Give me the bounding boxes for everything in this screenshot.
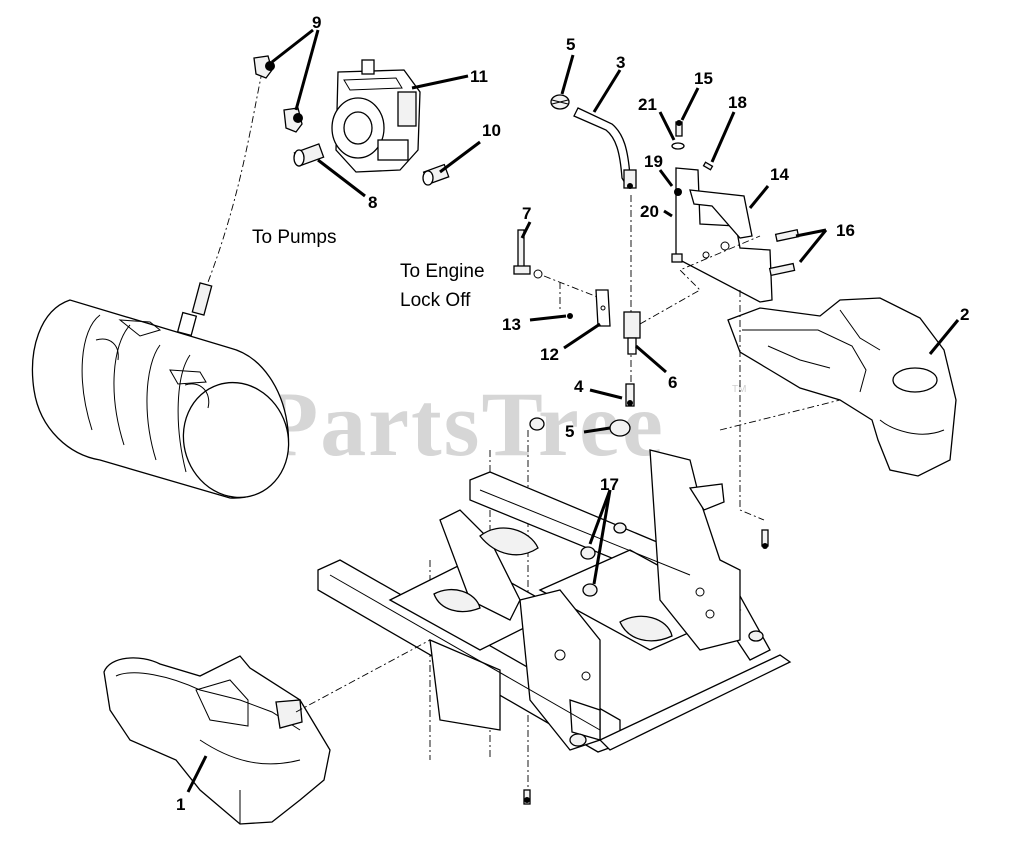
callout-16: 16 (836, 221, 855, 240)
knob-5-lower (609, 419, 631, 437)
bracket-plate (671, 167, 773, 303)
bolt-frame-bottom (523, 789, 531, 805)
callout-5-top: 5 (566, 35, 575, 54)
callout-7: 7 (522, 204, 531, 223)
assembly-line-right (739, 290, 765, 521)
callout-3: 3 (616, 53, 625, 72)
callout-17: 17 (600, 475, 619, 494)
shaft-6 (623, 311, 641, 355)
link-7 (513, 229, 543, 279)
nut-19 (674, 188, 682, 196)
screw-18 (702, 161, 714, 171)
right-fender (727, 297, 957, 477)
callout-1: 1 (176, 795, 185, 814)
straight-fitting-8 (293, 143, 325, 167)
fuel-filter (176, 282, 213, 337)
plate-12 (595, 289, 611, 327)
callout-21: 21 (638, 95, 657, 114)
bolt-16-lower (768, 262, 796, 277)
callout-8: 8 (368, 193, 377, 212)
bolt-frame-right (761, 529, 769, 549)
callout-19: 19 (644, 152, 663, 171)
fuel-tank (31, 299, 290, 499)
callout-11: 11 (470, 67, 488, 86)
callout-9: 9 (312, 13, 321, 32)
callout-6: 6 (668, 373, 677, 392)
note-to-engine: To Engine (400, 261, 485, 282)
callout-5-lower: 5 (565, 422, 574, 441)
assembly-line-bracket (639, 235, 761, 325)
bolt-16-upper (774, 229, 800, 242)
callout-14: 14 (770, 165, 789, 184)
elbow-fitting-upper (253, 55, 275, 79)
callout-15: 15 (694, 69, 713, 88)
callout-13: 13 (502, 315, 521, 334)
bolt-frame-left (529, 417, 545, 431)
valve-assembly (331, 59, 421, 173)
main-frame (317, 449, 792, 753)
note-lock-off: Lock Off (400, 290, 471, 311)
control-lever (573, 107, 637, 189)
leader-lines (186, 28, 960, 793)
bolt-15 (675, 120, 683, 137)
watermark-trademark: TM (732, 384, 746, 395)
note-to-pumps: To Pumps (252, 227, 336, 248)
assembly-line-link (543, 275, 601, 299)
callout-20: 20 (640, 202, 659, 221)
callout-4: 4 (574, 377, 584, 396)
elbow-fitting-lower (283, 107, 303, 133)
left-fender (103, 655, 331, 825)
bolt-17-upper (580, 546, 596, 560)
bolt-17-lower (582, 583, 598, 597)
washer-21 (671, 142, 685, 150)
callout-18: 18 (728, 93, 747, 112)
watermark: PartsTree (262, 373, 665, 475)
fuel-line (204, 71, 263, 291)
callout-2: 2 (960, 305, 969, 324)
bolt-4 (625, 383, 635, 407)
pin-13 (567, 313, 573, 319)
assembly-line-left-fender (295, 639, 431, 713)
knob-5-top (550, 94, 570, 110)
assembly-line-fender (719, 399, 841, 431)
bolt-frame-mid (613, 522, 627, 534)
callout-12: 12 (540, 345, 559, 364)
callout-10: 10 (482, 121, 501, 140)
